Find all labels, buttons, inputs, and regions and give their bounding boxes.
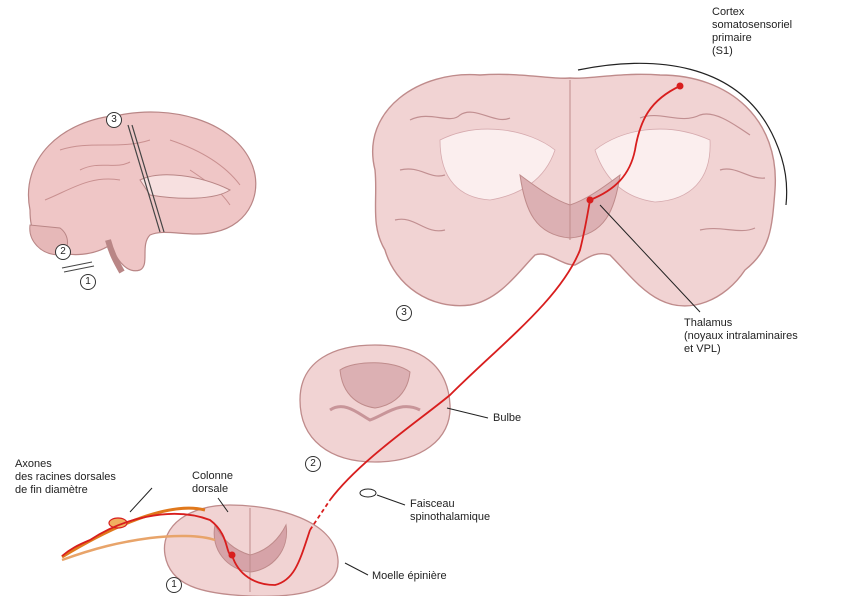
label-cortex-s1: Cortex somatosensoriel primaire (S1) bbox=[712, 6, 792, 58]
label-faisceau: Faisceau spinothalamique bbox=[410, 498, 490, 524]
marker-2-section: 2 bbox=[305, 456, 321, 472]
spinal-cord-section bbox=[164, 505, 338, 596]
medulla-section bbox=[300, 345, 450, 462]
label-axones: Axones des racines dorsales de fin diamè… bbox=[15, 458, 116, 497]
label-colonne-dorsale: Colonne dorsale bbox=[192, 470, 233, 496]
marker-2-brain: 2 bbox=[55, 244, 71, 260]
neuron-cortex bbox=[677, 83, 684, 90]
coronal-brain-section bbox=[373, 63, 787, 306]
neuron-thalamus bbox=[587, 197, 594, 204]
label-moelle: Moelle épinière bbox=[372, 570, 447, 583]
marker-1-brain: 1 bbox=[80, 274, 96, 290]
label-thalamus: Thalamus (noyaux intralaminaires et VPL) bbox=[684, 317, 798, 356]
label-bulbe: Bulbe bbox=[493, 412, 521, 425]
neuron-dorsal-horn bbox=[229, 552, 236, 559]
marker-3-section: 3 bbox=[396, 305, 412, 321]
marker-1-section: 1 bbox=[166, 577, 182, 593]
marker-3-brain: 3 bbox=[106, 112, 122, 128]
